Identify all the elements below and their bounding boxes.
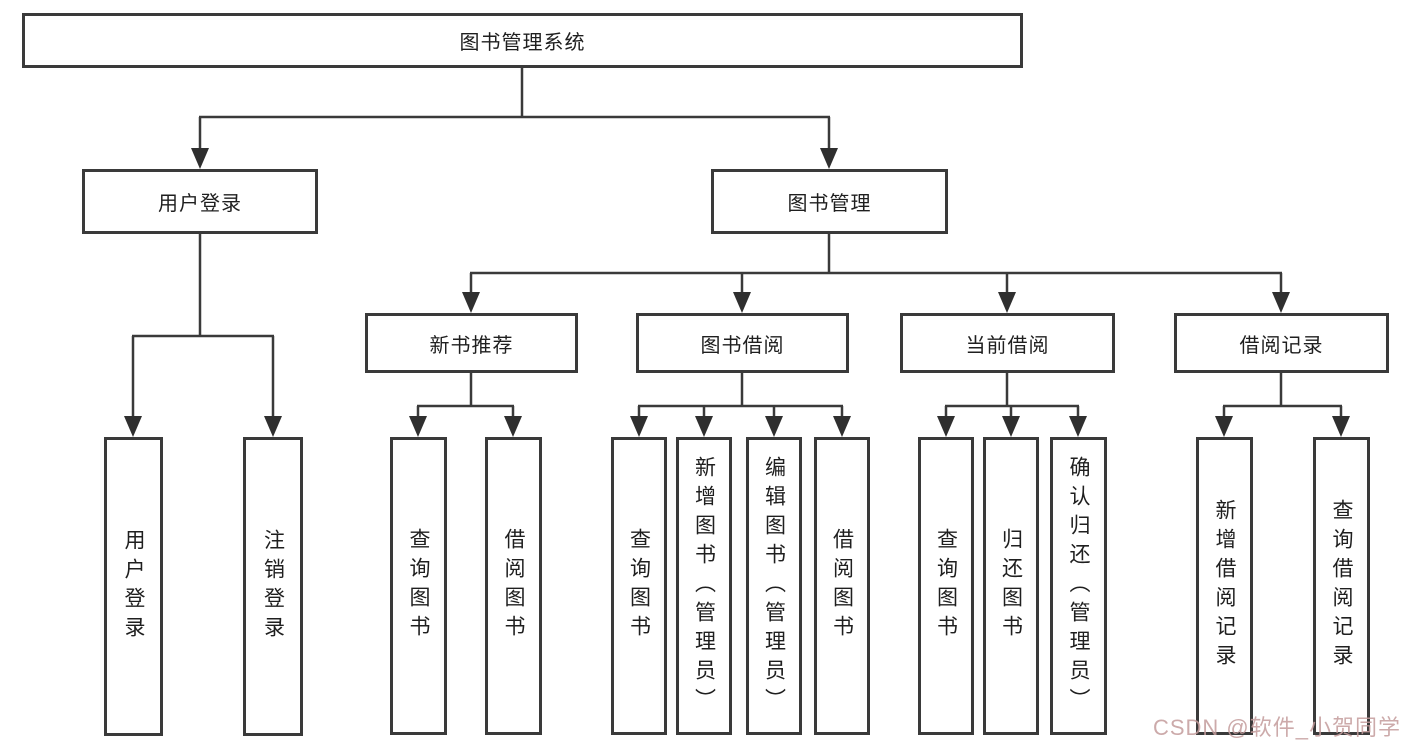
leaf-label: 查询图书 xyxy=(934,528,958,644)
leaf-label: 编辑图书（管理员） xyxy=(762,455,786,717)
leaf-query-book-a: 查询图书 xyxy=(390,437,447,735)
node-root-library-system: 图书管理系统 xyxy=(22,13,1023,68)
leaf-borrow-book-b: 借阅图书 xyxy=(814,437,870,735)
leaf-label: 注销登录 xyxy=(261,528,285,645)
leaf-label: 借阅图书 xyxy=(830,528,854,644)
leaf-add-book-admin: 新增图书（管理员） xyxy=(676,437,732,735)
leaf-query-book-c: 查询图书 xyxy=(918,437,974,735)
leaf-label: 借阅图书 xyxy=(502,528,525,644)
node-current-borrow: 当前借阅 xyxy=(900,313,1115,373)
leaf-return-book: 归还图书 xyxy=(983,437,1039,735)
node-book-management: 图书管理 xyxy=(711,169,948,234)
leaf-label: 查询图书 xyxy=(627,528,651,644)
leaf-edit-book-admin: 编辑图书（管理员） xyxy=(746,437,802,735)
leaf-add-borrow-record: 新增借阅记录 xyxy=(1196,437,1253,735)
node-book-borrow: 图书借阅 xyxy=(636,313,849,373)
leaf-query-borrow-record: 查询借阅记录 xyxy=(1313,437,1370,735)
leaf-query-book-b: 查询图书 xyxy=(611,437,667,735)
leaf-borrow-book-a: 借阅图书 xyxy=(485,437,542,735)
leaf-label: 用户登录 xyxy=(122,528,145,645)
node-borrow-record: 借阅记录 xyxy=(1174,313,1389,373)
leaf-label: 归还图书 xyxy=(999,528,1023,644)
leaf-label: 查询借阅记录 xyxy=(1330,499,1353,673)
node-new-book-recommend: 新书推荐 xyxy=(365,313,578,373)
leaf-label: 查询图书 xyxy=(407,528,430,644)
watermark: CSDN @软件_小贺同学 xyxy=(1152,715,1401,740)
leaf-logout: 注销登录 xyxy=(243,437,303,736)
leaf-user-login: 用户登录 xyxy=(104,437,163,736)
leaf-label: 确认归还（管理员） xyxy=(1067,455,1090,717)
leaf-label: 新增借阅记录 xyxy=(1213,499,1236,673)
leaf-label: 新增图书（管理员） xyxy=(692,455,716,717)
node-user-login: 用户登录 xyxy=(82,169,318,234)
leaf-confirm-return-admin: 确认归还（管理员） xyxy=(1050,437,1107,735)
